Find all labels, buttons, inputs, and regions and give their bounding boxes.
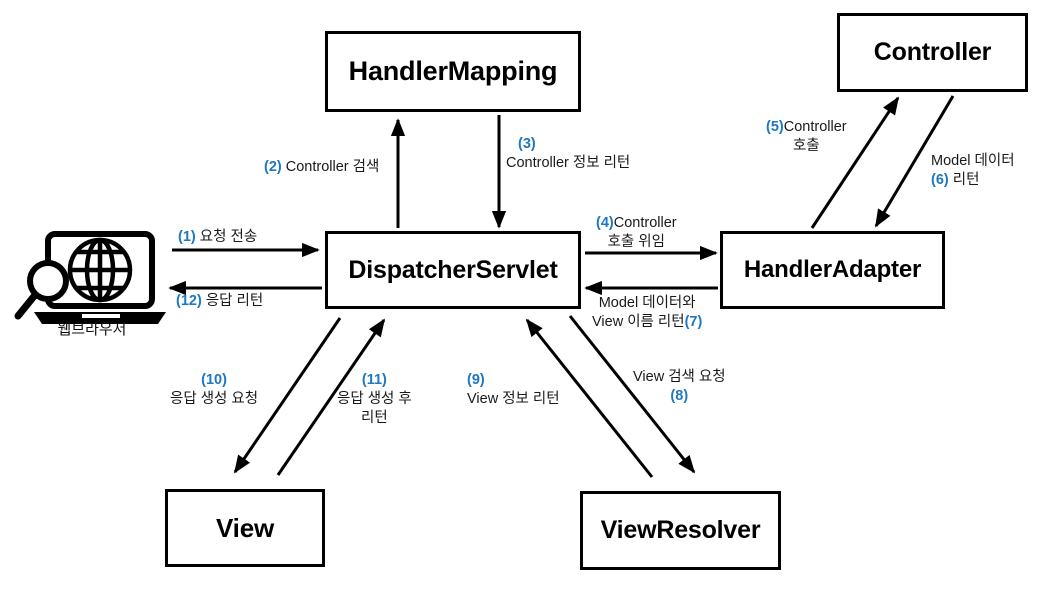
edge-10-number: (10) — [201, 372, 227, 388]
node-handlermapping[interactable]: HandlerMapping — [325, 31, 581, 112]
node-handleradapter[interactable]: HandlerAdapter — [720, 231, 945, 309]
edge-11-text-line1: 응답 생성 후 — [337, 391, 412, 408]
edge-label-10: (10) 응답 생성 요청 — [170, 371, 258, 409]
node-handlermapping-label: HandlerMapping — [348, 56, 558, 86]
edge-8-text: View 검색 요청 — [633, 369, 726, 385]
edge-label-12: (12) 응답 리턴 — [176, 292, 263, 311]
edge-12-text: 응답 리턴 — [205, 293, 264, 309]
edge-10-text: 응답 생성 요청 — [170, 391, 259, 408]
edge-7-text-line2: View 이름 리턴 — [592, 314, 685, 331]
edge-4-number: (4) — [596, 215, 614, 231]
browser-label: 웹브라우저 — [57, 321, 127, 338]
edge-1-text: 요청 전송 — [199, 229, 258, 245]
edge-6-number: (6) — [931, 172, 949, 189]
edge-label-7: Model 데이터와 View 이름 리턴(7) — [592, 294, 702, 332]
web-browser-icon — [12, 228, 172, 340]
edge-7-text-line1: Model 데이터와 — [598, 295, 696, 311]
edge-label-5: (5)Controller 호출 — [766, 118, 847, 156]
edge-6-text-line2: 리턴 — [952, 172, 980, 189]
edge-2-number: (2) — [264, 159, 282, 175]
edge-label-2: (2) Controller 검색 — [264, 158, 379, 177]
edge-label-3: (3) Controller 정보 리턴 — [506, 135, 630, 173]
edge-9-text: View 정보 리턴 — [467, 391, 560, 408]
edge-6-text-line1: Model 데이터 — [931, 153, 1015, 169]
edge-12-number: (12) — [176, 293, 202, 309]
edge-label-8: View 검색 요청 (8) — [633, 368, 726, 406]
edge-8-number: (8) — [670, 388, 689, 405]
edge-11-text-line2: 리턴 — [361, 410, 388, 427]
node-controller[interactable]: Controller — [837, 13, 1028, 92]
edge-2-text: Controller 검색 — [285, 159, 380, 175]
node-handleradapter-label: HandlerAdapter — [743, 256, 922, 283]
node-controller-label: Controller — [873, 38, 992, 66]
edge-label-9: (9) View 정보 리턴 — [467, 371, 560, 409]
edge-7-number: (7) — [684, 314, 703, 331]
node-dispatcherservlet-label: DispatcherServlet — [348, 255, 558, 284]
edge-1-number: (1) — [178, 229, 196, 245]
edge-label-1: (1) 요청 전송 — [178, 228, 257, 247]
edge-5-text-line1: Controller — [783, 119, 847, 135]
edge-5-number: (5) — [766, 119, 784, 135]
edge-label-6: Model 데이터 (6) 리턴 — [931, 152, 1015, 190]
edge-3-number: (3) — [518, 136, 536, 152]
edge-11-number: (11) — [361, 372, 387, 388]
node-viewresolver-label: ViewResolver — [600, 516, 761, 544]
edge-4-text-line1: Controller — [613, 215, 677, 231]
node-view[interactable]: View — [165, 489, 325, 567]
node-view-label: View — [216, 512, 274, 543]
node-dispatcherservlet[interactable]: DispatcherServlet — [325, 231, 581, 309]
edge-label-4: (4)Controller 호출 위임 — [596, 214, 677, 252]
edge-5-text-line2: 호출 — [792, 138, 820, 155]
edge-9-number: (9) — [467, 372, 485, 388]
edge-3-text: Controller 정보 리턴 — [506, 155, 631, 172]
edge-4-text-line2: 호출 위임 — [607, 234, 665, 251]
node-viewresolver[interactable]: ViewResolver — [580, 491, 781, 570]
edge-label-11: (11) 응답 생성 후 리턴 — [337, 371, 412, 428]
